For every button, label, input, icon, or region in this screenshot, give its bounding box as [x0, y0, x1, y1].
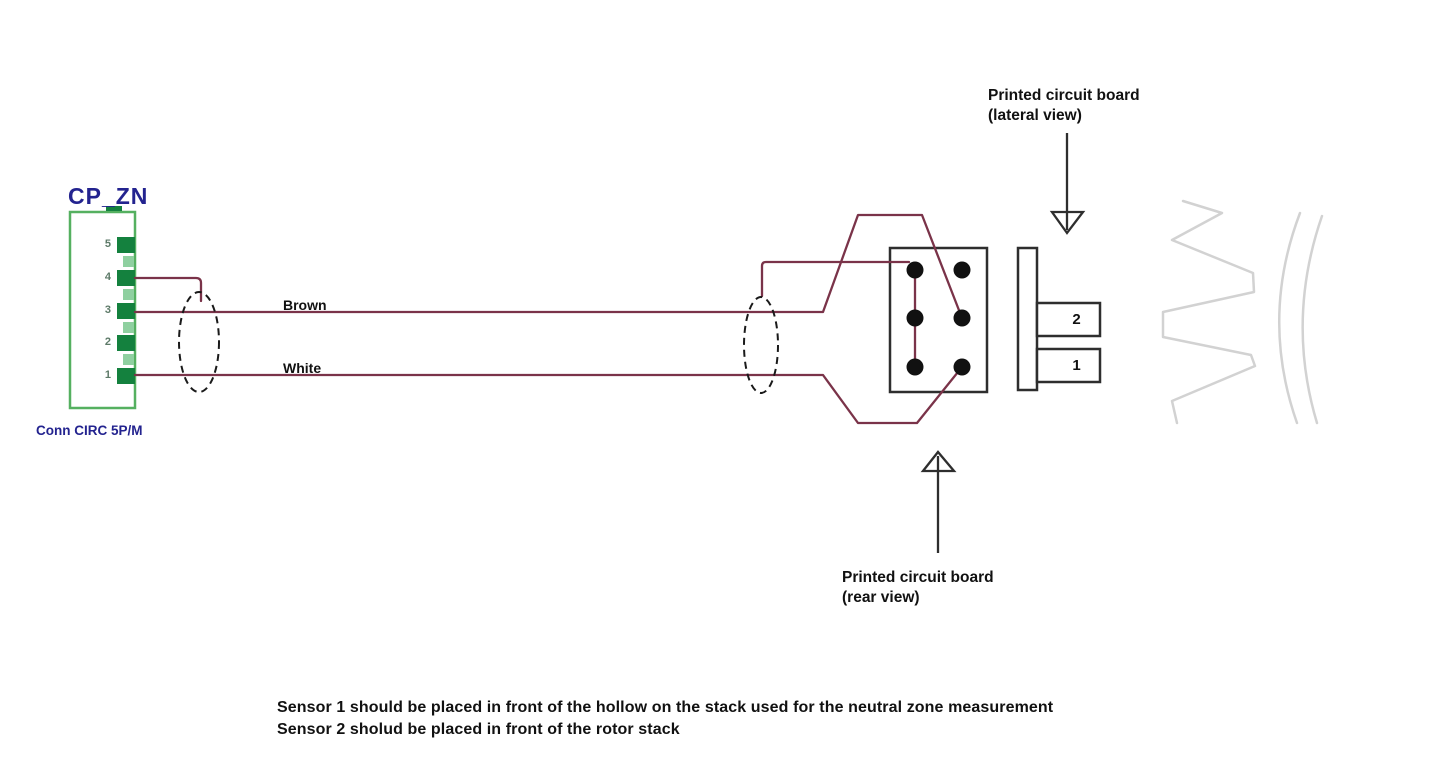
- cable-ellipse-left: [178, 291, 220, 393]
- pin-separator: [123, 322, 134, 333]
- sensor-2-box: [1035, 301, 1102, 338]
- solder-pad: [953, 358, 971, 376]
- connector-pin: [117, 368, 135, 384]
- pcb-lateral-callout: Printed circuit board (lateral view): [988, 86, 1140, 126]
- cable-ellipse-right: [743, 296, 779, 394]
- connector-pin: [117, 237, 135, 253]
- pin-separator: [123, 289, 134, 300]
- placement-note-line1: Sensor 1 should be placed in front of th…: [277, 699, 1054, 716]
- wire-brown: [133, 213, 964, 320]
- pin-separator: [123, 354, 134, 365]
- connector-subtitle: Conn CIRC 5P/M: [36, 423, 143, 438]
- pcb-rear-outline: [888, 246, 989, 394]
- pcb-lateral-callout-line2: (lateral view): [988, 107, 1082, 124]
- lateral-view-arrowhead-icon: [1049, 210, 1086, 235]
- sensor-1-box: [1035, 347, 1102, 384]
- connector-top-notch: [106, 206, 122, 211]
- rear-view-arrowhead-icon: [920, 450, 957, 473]
- wire-pin4-shield: [133, 276, 203, 303]
- placement-notes: Sensor 1 should be placed in front of th…: [277, 697, 1053, 741]
- solder-pad: [906, 358, 924, 376]
- wire-shield-to-pad: [760, 260, 911, 298]
- connector-title: CP_ZN: [68, 183, 149, 209]
- pcb-rear-callout-line1: Printed circuit board: [842, 569, 994, 586]
- pin-label-4: 4: [104, 271, 111, 283]
- pcb-rear-callout: Printed circuit board (rear view): [842, 568, 994, 608]
- placement-note-line2: Sensor 2 sholud be placed in front of th…: [277, 721, 680, 738]
- rotor-stack-arc-inner: [1277, 211, 1302, 425]
- white-wire-label: White: [283, 360, 322, 376]
- pin-label-1: 1: [104, 369, 111, 381]
- rotor-stack-teeth-outline: [1161, 199, 1257, 425]
- solder-pad: [906, 309, 924, 327]
- pin-label-2: 2: [104, 336, 111, 348]
- pin-label-3: 3: [104, 304, 111, 316]
- pin-separator: [123, 256, 134, 267]
- rotor-stack-arc-outer: [1301, 214, 1324, 425]
- sensor-1-label: 1: [1072, 357, 1081, 374]
- connector-pin: [117, 335, 135, 351]
- brown-wire-label: Brown: [283, 297, 327, 313]
- wire-white: [133, 365, 964, 425]
- solder-pad: [906, 261, 924, 279]
- solder-pad: [953, 309, 971, 327]
- pcb-lateral-outline: [1016, 246, 1039, 392]
- connector-pin: [117, 270, 135, 286]
- sensor-2-label: 2: [1072, 311, 1081, 328]
- connector-pin: [117, 303, 135, 319]
- pcb-lateral-callout-line1: Printed circuit board: [988, 87, 1140, 104]
- solder-pad: [953, 261, 971, 279]
- pcb-rear-callout-line2: (rear view): [842, 589, 920, 606]
- pin-label-5: 5: [104, 238, 111, 250]
